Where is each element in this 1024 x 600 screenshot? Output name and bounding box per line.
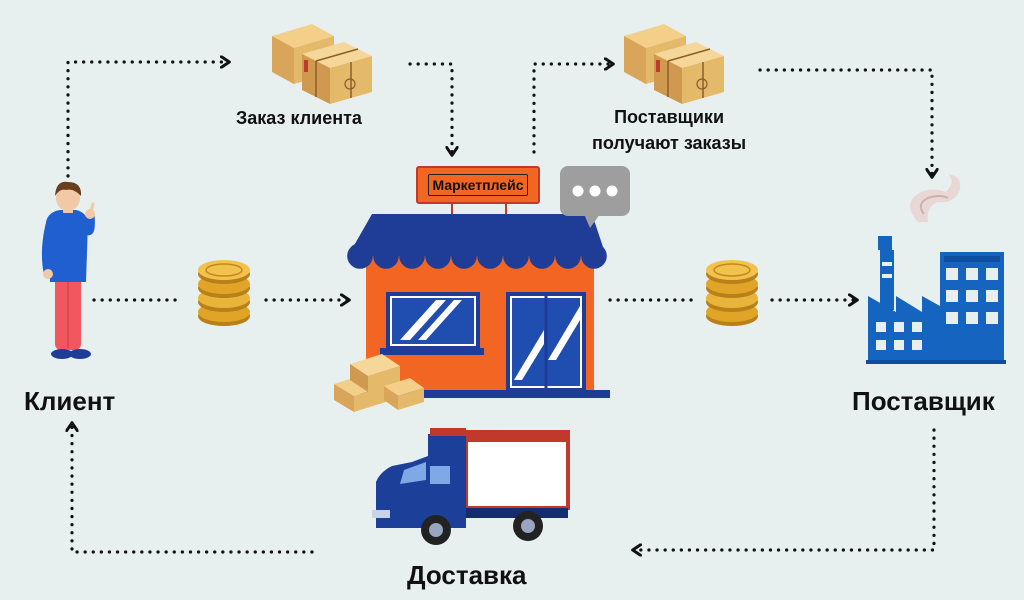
- client-order-label: Заказ клиента: [236, 108, 362, 128]
- delivery-label: Доставка: [407, 560, 527, 590]
- coins-icon: [705, 259, 759, 327]
- supplier-label: Поставщик: [852, 386, 995, 416]
- client-label: Клиент: [24, 386, 116, 416]
- speech-bubble-icon: [560, 166, 630, 228]
- parcel-boxes-icon: [271, 23, 373, 105]
- shop-icon: [334, 204, 610, 412]
- truck-icon: [372, 428, 570, 545]
- marketplace-sign-text: Маркетплейс: [427, 174, 529, 196]
- marketplace-sign: Маркетплейс: [416, 166, 540, 204]
- coins-icon: [197, 259, 251, 327]
- parcel-boxes-icon: [623, 23, 725, 105]
- suppliers-receive-line2: получают заказы: [592, 133, 747, 153]
- suppliers-receive-orders-label: Поставщики получают заказы: [592, 104, 746, 156]
- flow-arrows: [68, 62, 934, 552]
- factory-icon: [866, 174, 1006, 364]
- person-icon: [41, 181, 95, 359]
- suppliers-receive-line1: Поставщики: [614, 107, 725, 127]
